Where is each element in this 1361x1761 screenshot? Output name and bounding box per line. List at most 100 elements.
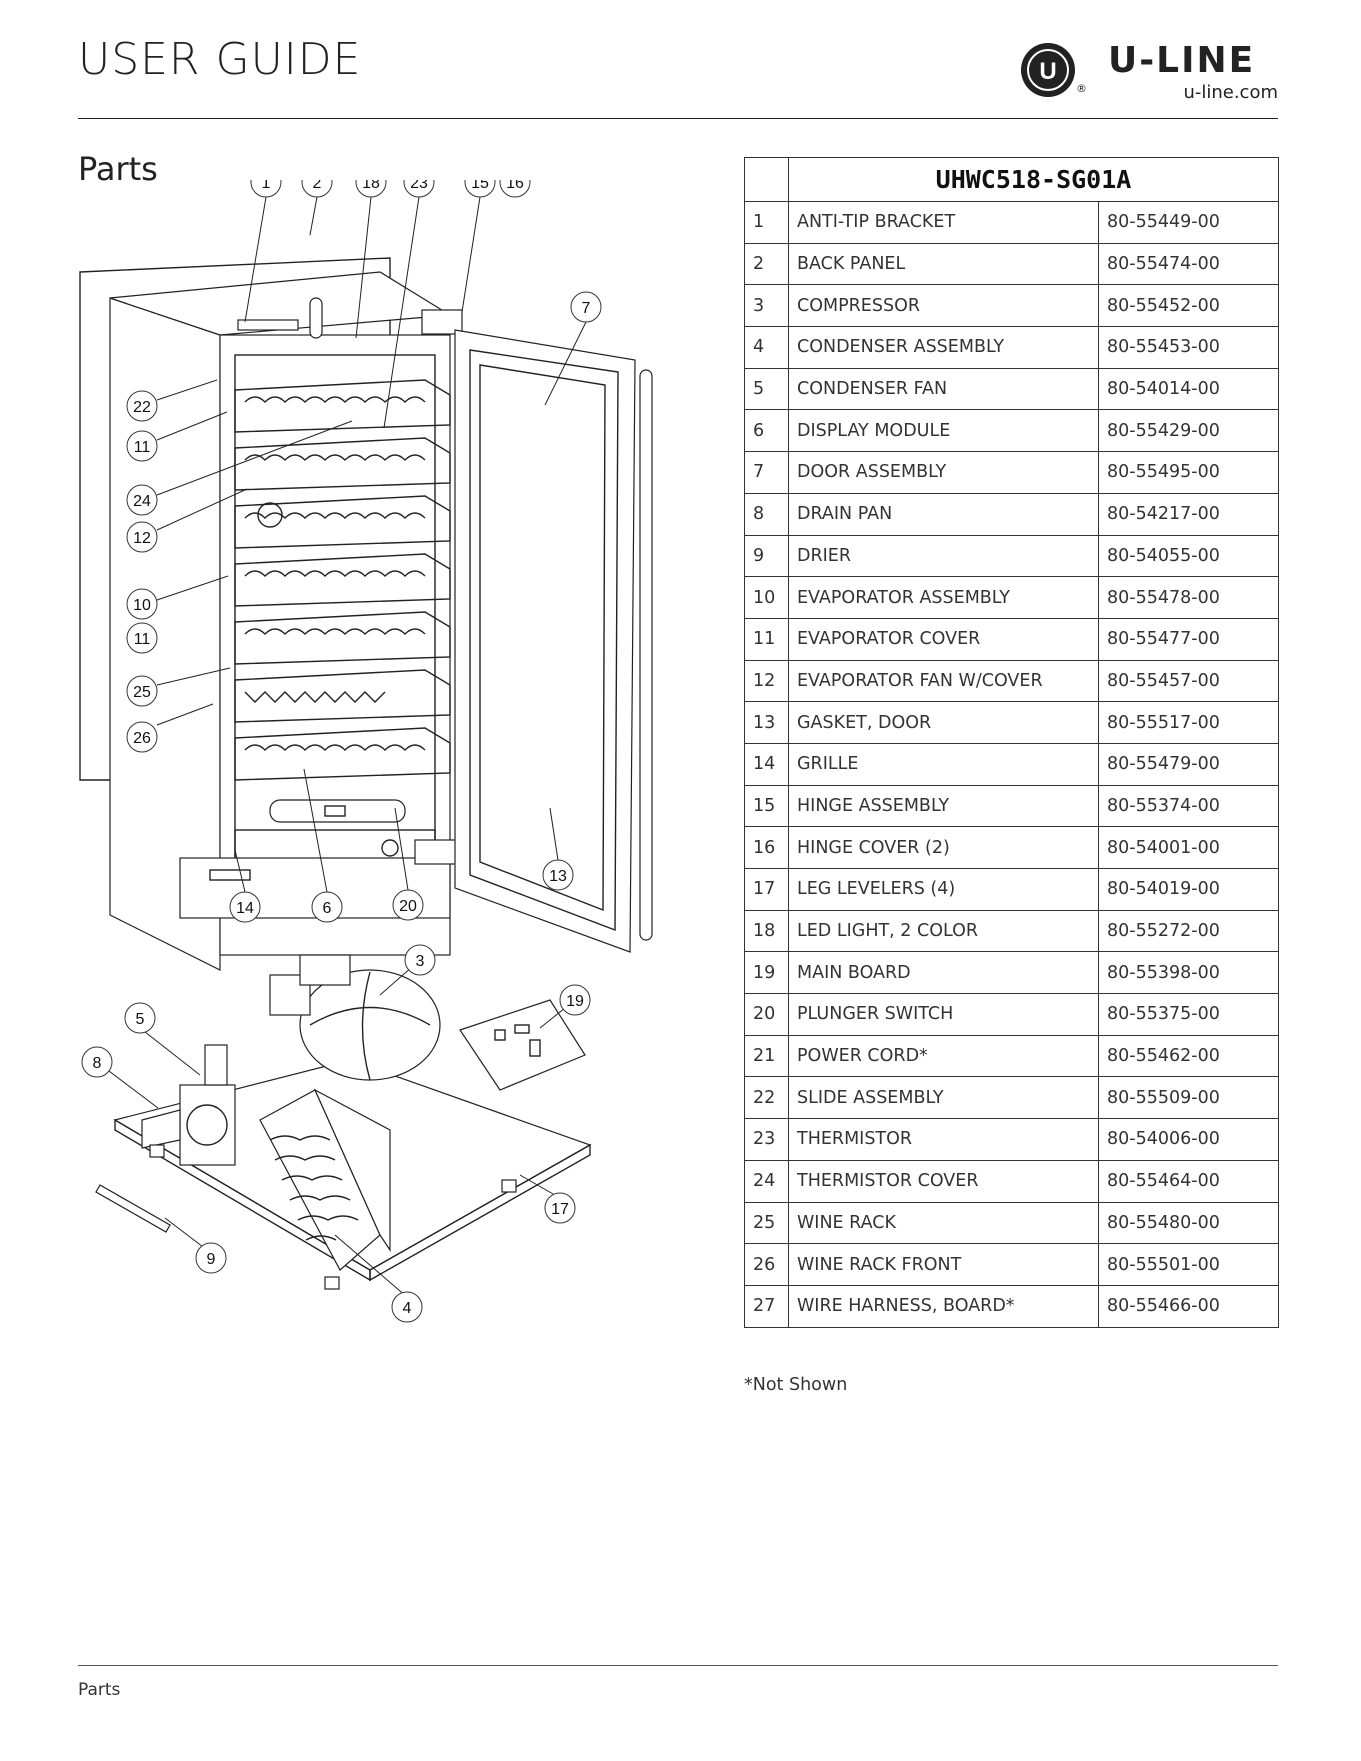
description-cell: DOOR ASSEMBLY bbox=[788, 451, 1099, 494]
part-number-cell: 80-54001-00 bbox=[1098, 826, 1279, 869]
svg-text:20: 20 bbox=[399, 898, 417, 915]
description-cell: CONDENSER FAN bbox=[788, 367, 1099, 411]
item-number-cell: 2 bbox=[744, 242, 789, 286]
part-number-cell: 80-55480-00 bbox=[1098, 1201, 1279, 1245]
callout-7: 7 bbox=[570, 291, 602, 323]
drier-drawing bbox=[95, 1184, 171, 1233]
callout-3: 3 bbox=[404, 944, 436, 976]
description-cell: ANTI-TIP BRACKET bbox=[788, 201, 1099, 244]
svg-text:16: 16 bbox=[506, 180, 524, 192]
part-number-cell: 80-55375-00 bbox=[1098, 993, 1279, 1036]
item-number-cell: 5 bbox=[744, 367, 789, 411]
item-number-cell: 18 bbox=[744, 909, 789, 953]
part-number-cell: 80-55477-00 bbox=[1098, 617, 1279, 661]
item-number-cell: 7 bbox=[744, 451, 789, 494]
description-cell: EVAPORATOR ASSEMBLY bbox=[788, 576, 1099, 619]
callout-13: 13 bbox=[542, 859, 574, 891]
callout-11b: 11 bbox=[126, 622, 158, 654]
callout-5: 5 bbox=[124, 1002, 156, 1034]
drain-pan-drawing bbox=[141, 1109, 181, 1149]
description-cell: LED LIGHT, 2 COLOR bbox=[788, 909, 1099, 953]
callout-9: 9 bbox=[195, 1242, 227, 1274]
part-number-cell: 80-55453-00 bbox=[1098, 326, 1279, 369]
wine-rack-shelves bbox=[234, 379, 451, 781]
part-number-cell: 80-55495-00 bbox=[1098, 451, 1279, 494]
footer-divider bbox=[78, 1665, 1278, 1666]
description-cell: MAIN BOARD bbox=[788, 951, 1099, 995]
callout-19: 19 bbox=[559, 984, 591, 1016]
svg-text:U: U bbox=[1039, 58, 1056, 85]
table-header-row: UHWC518-SG01A bbox=[744, 157, 1279, 202]
part-number-cell: 80-55509-00 bbox=[1098, 1076, 1279, 1120]
description-cell: GASKET, DOOR bbox=[788, 701, 1099, 744]
item-number-cell: 15 bbox=[744, 784, 789, 828]
description-cell: THERMISTOR bbox=[788, 1118, 1099, 1161]
item-number-cell: 26 bbox=[744, 1243, 789, 1286]
svg-text:8: 8 bbox=[93, 1055, 102, 1072]
svg-text:13: 13 bbox=[549, 868, 567, 885]
description-cell: DRAIN PAN bbox=[788, 492, 1099, 536]
svg-text:15: 15 bbox=[471, 180, 489, 192]
description-cell: WINE RACK bbox=[788, 1201, 1099, 1245]
description-cell: DISPLAY MODULE bbox=[788, 409, 1099, 453]
footnote: *Not Shown bbox=[744, 1375, 848, 1395]
item-number-cell: 11 bbox=[744, 617, 789, 661]
item-number-cell: 4 bbox=[744, 326, 789, 369]
description-cell: WINE RACK FRONT bbox=[788, 1243, 1099, 1286]
description-cell: EVAPORATOR COVER bbox=[788, 617, 1099, 661]
part-number-cell: 80-54006-00 bbox=[1098, 1118, 1279, 1161]
item-number-cell: 1 bbox=[744, 201, 789, 244]
description-cell: PLUNGER SWITCH bbox=[788, 993, 1099, 1036]
callout-4: 4 bbox=[391, 1291, 423, 1323]
svg-text:25: 25 bbox=[133, 684, 151, 701]
callout-2: 2 bbox=[301, 180, 333, 198]
callout-18: 18 bbox=[355, 180, 387, 198]
machine-compartment-drawing bbox=[95, 954, 592, 1290]
description-cell: CONDENSER ASSEMBLY bbox=[788, 326, 1099, 369]
description-cell: GRILLE bbox=[788, 742, 1099, 786]
header-divider bbox=[78, 118, 1278, 119]
description-cell: EVAPORATOR FAN W/COVER bbox=[788, 659, 1099, 703]
callout-8: 8 bbox=[81, 1046, 113, 1078]
item-number-cell: 16 bbox=[744, 826, 789, 869]
part-number-cell: 80-55501-00 bbox=[1098, 1243, 1279, 1286]
callout-22: 22 bbox=[126, 390, 158, 422]
part-number-cell: 80-55398-00 bbox=[1098, 951, 1279, 995]
callout-17: 17 bbox=[544, 1192, 576, 1224]
callout-16: 16 bbox=[499, 180, 531, 198]
description-cell: LEG LEVELERS (4) bbox=[788, 868, 1099, 911]
footer-text: Parts bbox=[78, 1680, 121, 1700]
part-number-cell: 80-55429-00 bbox=[1098, 409, 1279, 453]
svg-text:7: 7 bbox=[582, 300, 591, 317]
svg-text:6: 6 bbox=[323, 900, 332, 917]
callout-24: 24 bbox=[126, 484, 158, 516]
u-line-logo-mark-icon: U bbox=[1021, 43, 1075, 97]
svg-text:3: 3 bbox=[416, 953, 425, 970]
item-number-cell: 23 bbox=[744, 1118, 789, 1161]
part-number-cell: 80-55517-00 bbox=[1098, 701, 1279, 744]
svg-text:26: 26 bbox=[133, 730, 151, 747]
item-number-cell: 20 bbox=[744, 993, 789, 1036]
callout-10: 10 bbox=[126, 588, 158, 620]
description-cell: DRIER bbox=[788, 534, 1099, 578]
description-cell: WIRE HARNESS, BOARD* bbox=[788, 1284, 1099, 1328]
callout-6: 6 bbox=[311, 891, 343, 923]
